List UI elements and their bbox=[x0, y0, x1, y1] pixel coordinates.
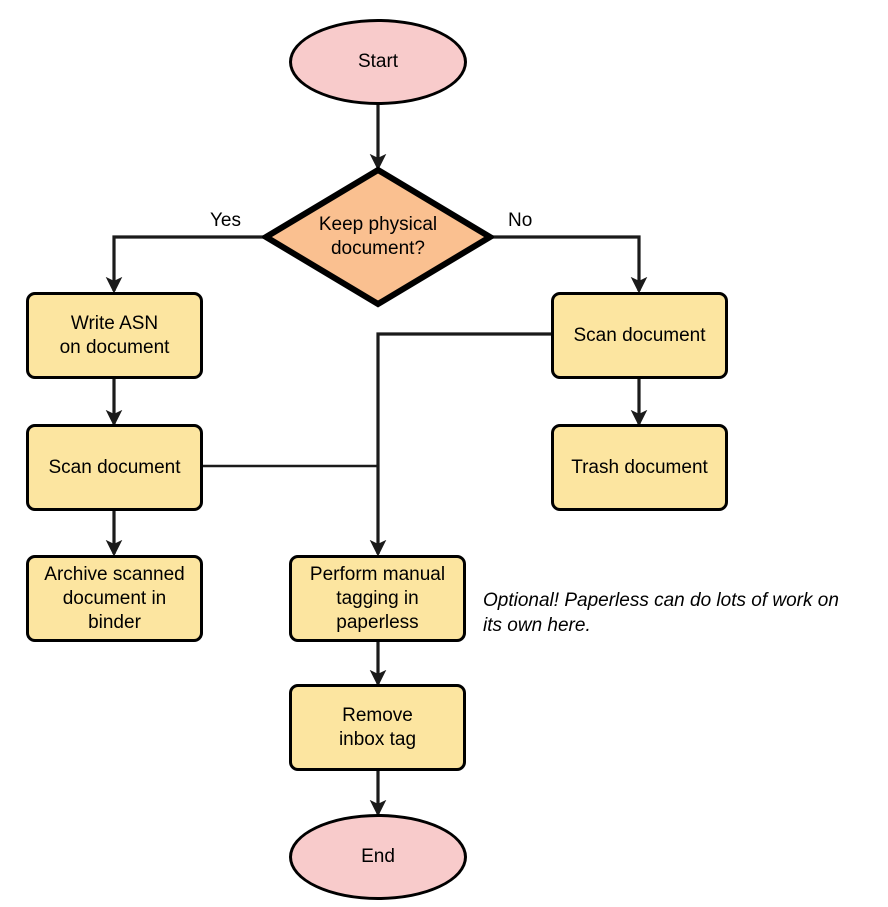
edge-decision-yes-to-write-asn bbox=[105, 235, 265, 294]
node-archive-scanned-document[interactable]: Archive scanned document in binder bbox=[26, 555, 203, 642]
annotation-optional-note-line1: Optional! Paperless can do lots of work … bbox=[483, 590, 839, 611]
node-tagging-label-line3: paperless bbox=[336, 611, 419, 633]
node-remove-inbox-label-line2: inbox tag bbox=[338, 728, 417, 750]
node-write-asn-label-line1: Write ASN bbox=[70, 312, 159, 334]
node-archive-label-line3: binder bbox=[88, 611, 141, 633]
node-start-label: Start bbox=[357, 51, 399, 72]
annotation-optional-note-line2: its own here. bbox=[483, 615, 591, 636]
node-archive-label-line1: Archive scanned bbox=[44, 563, 185, 585]
node-decision-label: Keep physical document? bbox=[319, 213, 437, 261]
decision-diamond-shape bbox=[262, 166, 494, 308]
node-archive-label-line2: document in bbox=[62, 587, 167, 609]
node-remove-inbox-tag[interactable]: Remove inbox tag bbox=[289, 684, 466, 771]
node-decision-label-line2: document? bbox=[330, 238, 425, 259]
node-write-asn-on-document[interactable]: Write ASN on document bbox=[26, 292, 203, 379]
node-scan-document-left-label: Scan document bbox=[48, 456, 181, 478]
edge-label-yes: Yes bbox=[210, 210, 241, 231]
node-end[interactable]: End bbox=[289, 814, 467, 900]
node-write-asn-label-line2: on document bbox=[59, 336, 170, 358]
node-remove-inbox-label-line1: Remove bbox=[342, 704, 413, 726]
node-end-label: End bbox=[361, 846, 395, 867]
node-start[interactable]: Start bbox=[289, 19, 467, 105]
node-scan-document-right[interactable]: Scan document bbox=[551, 292, 728, 379]
node-trash-document[interactable]: Trash document bbox=[551, 424, 728, 511]
node-decision-label-line1: Keep physical bbox=[318, 214, 438, 235]
node-tagging-label-line2: tagging in bbox=[336, 587, 419, 609]
node-decision-keep-physical-document[interactable]: Keep physical document? bbox=[262, 166, 494, 308]
node-scan-document-left[interactable]: Scan document bbox=[26, 424, 203, 511]
node-trash-document-label: Trash document bbox=[571, 456, 708, 478]
edge-scan-right-to-tagging bbox=[369, 332, 552, 557]
annotation-optional-note: Optional! Paperless can do lots of work … bbox=[483, 588, 883, 638]
edge-decision-no-to-scan-right bbox=[491, 235, 648, 294]
edge-label-no: No bbox=[508, 210, 533, 231]
node-scan-document-right-label: Scan document bbox=[573, 324, 706, 346]
node-tagging-label-line1: Perform manual bbox=[309, 563, 446, 585]
node-perform-manual-tagging[interactable]: Perform manual tagging in paperless bbox=[289, 555, 466, 642]
